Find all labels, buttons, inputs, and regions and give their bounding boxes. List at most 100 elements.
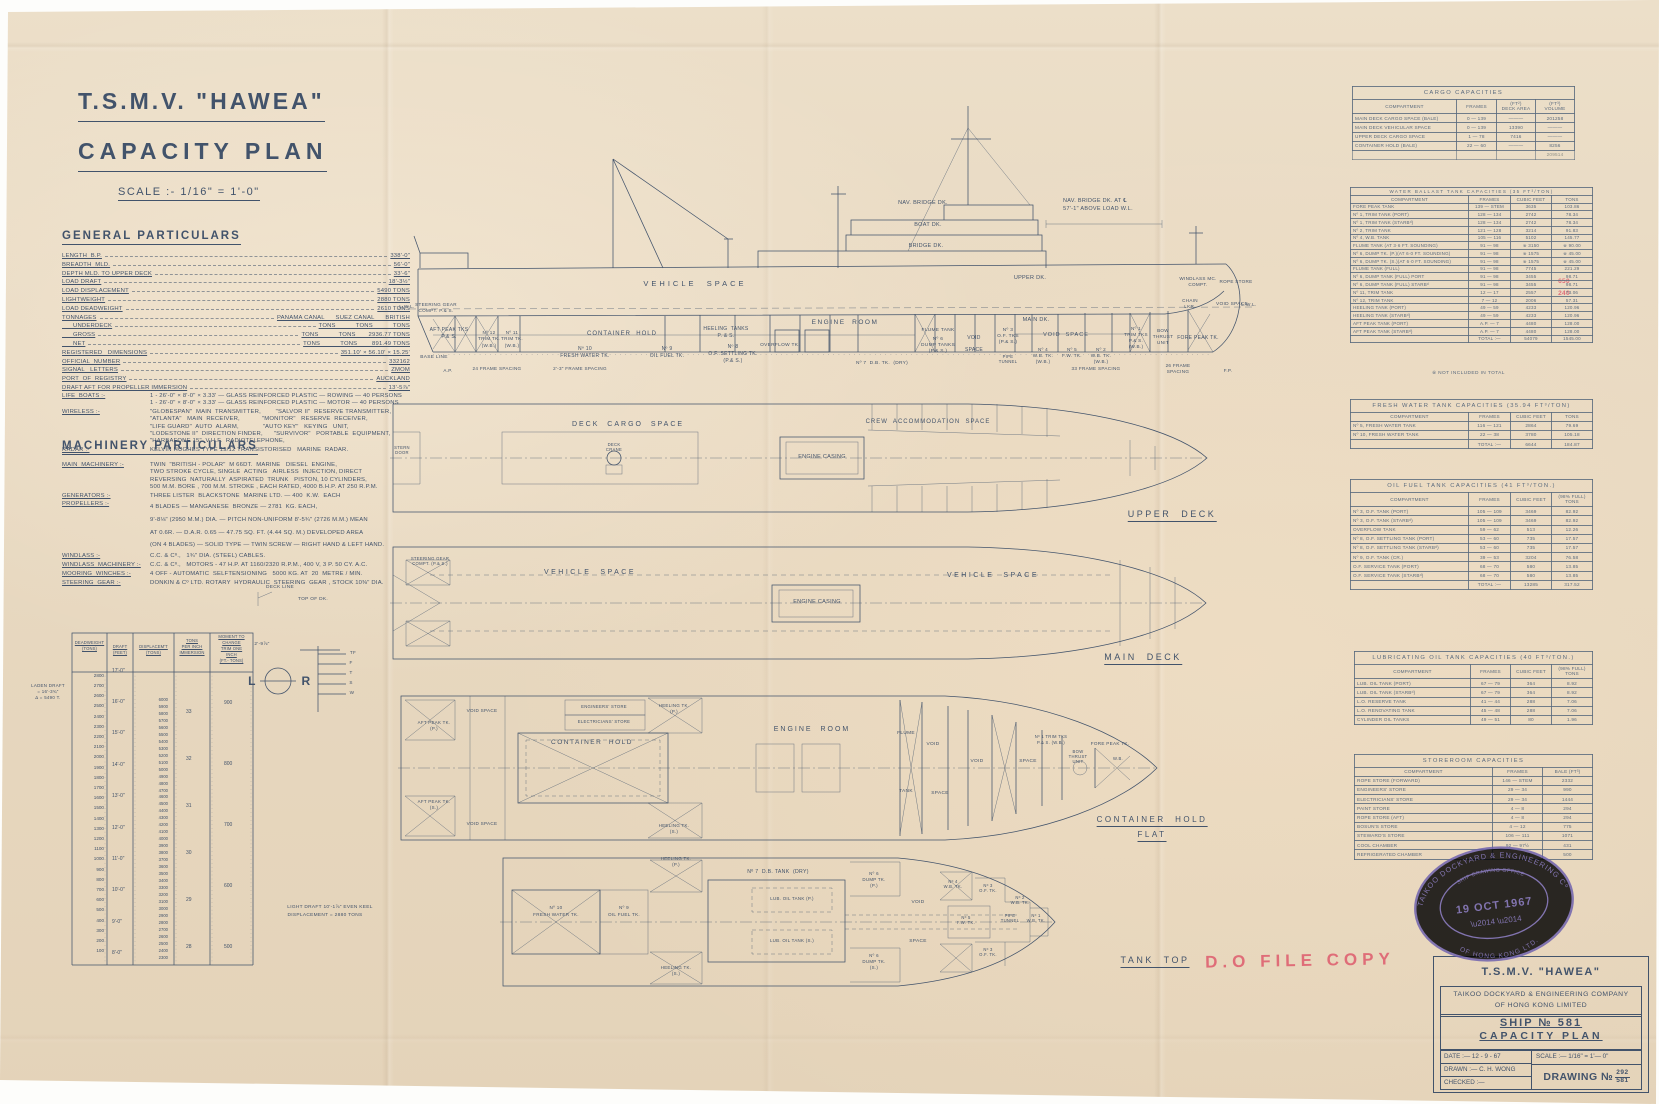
scale-tick-value: 29 bbox=[186, 896, 192, 903]
scale-tick-value: 13'-0" bbox=[112, 793, 125, 800]
diagram-label: AFT PEAK TKS bbox=[429, 327, 469, 333]
scale-tick-value: 3300 bbox=[158, 885, 168, 891]
table-cell: 145.77 bbox=[1550, 233, 1594, 243]
particular-note: RADAR :-KELVIN HUGHES TYPE 19/12 TRANSIS… bbox=[62, 447, 349, 454]
diagram-label: T bbox=[349, 670, 353, 675]
table-cell: 288 bbox=[1510, 696, 1552, 707]
table-cell: Nº 6, DUMP TK. (P.)(AT 6·0 FT. SOUNDING) bbox=[1350, 249, 1469, 258]
particular-note: GENERATORS :-THREE LISTER BLACKSTONE MAR… bbox=[62, 492, 341, 499]
diagram-label: Nº 1 TRIM TKS bbox=[1034, 734, 1068, 739]
table-cell: MAIN DECK VEHICULAR SPACE bbox=[1352, 122, 1457, 133]
table-cell: ※ 90.00 bbox=[1550, 241, 1594, 251]
scale-tick-value: 5000 bbox=[158, 766, 168, 772]
diagram-label: P.& S. bbox=[441, 334, 457, 340]
particular-row: BREADTH MLD.56'-0" bbox=[62, 261, 410, 268]
profile-drawing bbox=[397, 106, 1257, 355]
scale-tick-value: 2600 bbox=[93, 693, 104, 699]
table-column-header: COMPARTMENT bbox=[1352, 98, 1457, 115]
diagram-label: ENGINE ROOM bbox=[811, 319, 879, 326]
table-cell: 7416 bbox=[1496, 131, 1536, 142]
scale-tick-value: 2900 bbox=[158, 912, 168, 918]
table-cell: Nº 4, W.B. TANK bbox=[1350, 233, 1469, 243]
table-cell: 67 — 79 bbox=[1470, 687, 1511, 698]
diagram-label: Nº 9 bbox=[661, 346, 673, 352]
table-cell: AFT PEAK TANK (PORT) bbox=[1350, 319, 1469, 328]
table-title: OIL FUEL TANK CAPACITIES (41 FT³/TON.) bbox=[1350, 479, 1593, 493]
scale-tick-value: 5800 bbox=[158, 710, 168, 716]
scale-tick-value: 5100 bbox=[158, 759, 168, 765]
table-cell: 68 — 70 bbox=[1468, 561, 1511, 572]
scale-tick-value: 1200 bbox=[93, 835, 104, 841]
scale-tick-value: 4800 bbox=[158, 780, 168, 786]
table-cell: 146 — STEM bbox=[1492, 775, 1543, 787]
scale-tick-value: 4200 bbox=[158, 822, 168, 828]
scale-tick-value: 600 bbox=[96, 897, 104, 903]
particular-note: LIFE BOATS :-1 - 26'-0" × 8'-0" × 3.33' … bbox=[62, 392, 403, 407]
diagram-label: BASE LINE bbox=[420, 355, 448, 360]
table-cell: 73.06 bbox=[1550, 287, 1594, 297]
table-cell: 49 — 51 bbox=[1470, 714, 1511, 726]
scale-tick-value: 2400 bbox=[93, 713, 104, 719]
table-row: Nº 8, O.F. SETTLING TANK (STARBᵈ)53 — 60… bbox=[1350, 542, 1593, 554]
table-cell: 105.18 bbox=[1550, 430, 1594, 441]
scale-tick-value: 11'-0" bbox=[112, 855, 125, 862]
diagram-label: OIL FUEL TK. bbox=[607, 912, 641, 917]
diagram-label: VOID bbox=[911, 900, 925, 905]
table-row: 209514 bbox=[1352, 149, 1575, 161]
diagram-label: Nº 2 bbox=[1095, 347, 1107, 352]
diagram-label: THRUST bbox=[1152, 334, 1174, 339]
diagram-label: CHAIN bbox=[1182, 298, 1198, 303]
table-cell: 82.92 bbox=[1551, 515, 1593, 526]
scale-tick-value: 1100 bbox=[94, 846, 104, 852]
diagram-label: VEHICLE SPACE bbox=[643, 279, 747, 288]
diagram-label: VOID SPACE bbox=[1043, 332, 1089, 338]
drawing-number-label: DRAWING № bbox=[1543, 1071, 1614, 1083]
table-cell: 4480 bbox=[1510, 319, 1552, 328]
diagram-label: UNIT bbox=[1072, 759, 1084, 764]
table-cell: 82.92 bbox=[1551, 506, 1593, 517]
table-cell: 201258 bbox=[1535, 113, 1575, 124]
table-cell: 4233 bbox=[1510, 303, 1552, 313]
ship-number-box: SHIP № 581 CAPACITY PLAN bbox=[1440, 1014, 1642, 1050]
particular-note: MOORING WINCHES :-4 OFF - AUTOMATIC SELF… bbox=[62, 570, 363, 577]
scale-tick-value: 1500 bbox=[93, 805, 104, 811]
scale-tick-value: 2500 bbox=[158, 940, 168, 946]
diagram-label: DECK LINE bbox=[265, 585, 295, 590]
table-cell: 580 bbox=[1510, 570, 1552, 581]
diagram-label: P.& S. bbox=[1128, 338, 1144, 343]
scale-tick-value: 3600 bbox=[158, 864, 168, 870]
table-cell: FLUME TANK (AT 3·6 FT. SOUNDING) bbox=[1350, 241, 1469, 251]
diagram-label: = 16'-3¾" bbox=[37, 689, 59, 694]
scale-tick-value: 800 bbox=[96, 876, 104, 882]
table-cell bbox=[1350, 579, 1469, 590]
diagram-label: (P.& S.) bbox=[998, 340, 1018, 345]
machinery-particulars: MACHINERY PARTICULARS MAIN MACHINERY :-T… bbox=[62, 440, 442, 589]
diagram-label: MAIN DK. bbox=[1022, 317, 1050, 323]
table-cell: 317.52 bbox=[1551, 579, 1593, 590]
table-cell: 2742 bbox=[1510, 218, 1552, 227]
diagram-label: OIL FUEL TK. bbox=[649, 353, 685, 359]
diagram-label: TUNNEL bbox=[1000, 918, 1020, 923]
diagram-label: BRIDGE DK. bbox=[908, 243, 944, 249]
scale-tick-value: 1800 bbox=[93, 774, 104, 780]
scale-tick-value: 5200 bbox=[158, 752, 168, 758]
table-cell: TOTAL :— bbox=[1468, 439, 1511, 450]
table-cell: TOTAL :— bbox=[1468, 579, 1511, 590]
diagram-label: L.W.L. bbox=[399, 305, 415, 310]
diagram-label: HEELING TANKS bbox=[703, 326, 749, 332]
drawn-field: DRAWN :— C. H. WONG bbox=[1441, 1064, 1531, 1077]
table-cell: 294 bbox=[1542, 812, 1593, 823]
table-cell: BOSUN'S STORE bbox=[1354, 821, 1493, 832]
table-title: CARGO CAPACITIES bbox=[1352, 86, 1575, 100]
